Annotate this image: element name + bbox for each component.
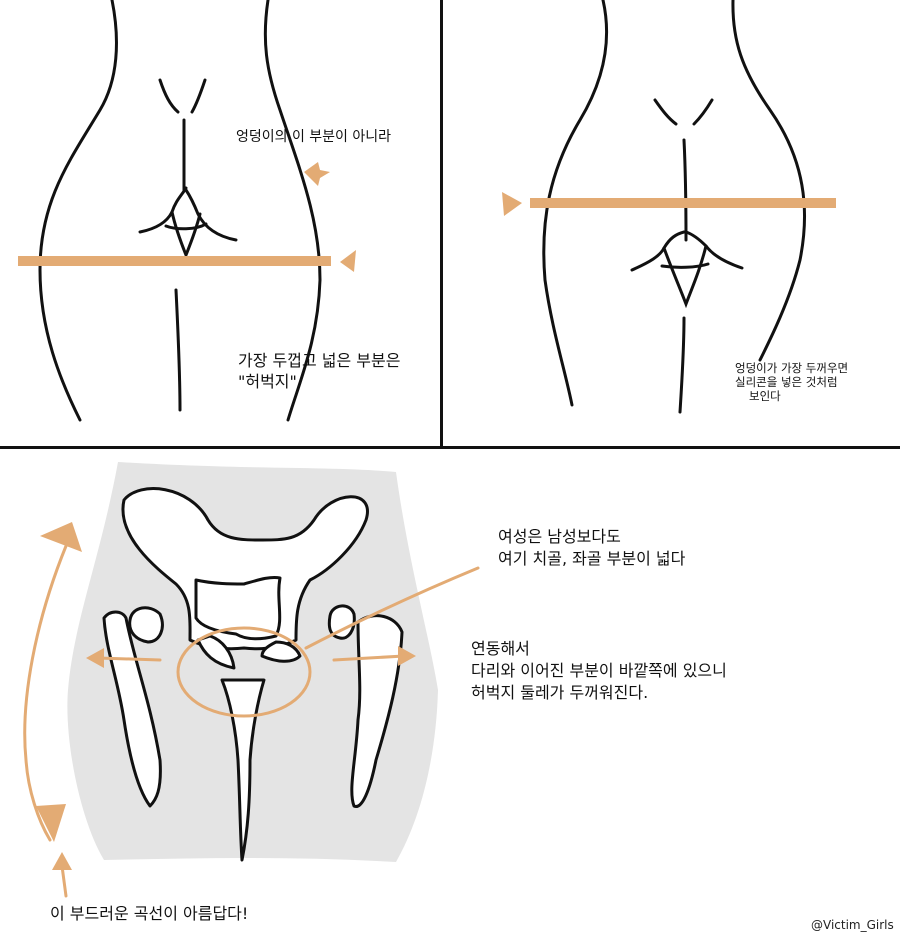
pubic-area-circle [176,626,312,718]
right-caption-1: 엉덩이가 가장 두꺼우면 [735,361,849,375]
note-thigh-2: 다리와 이어진 부분이 바깥쪽에 있으니 [471,661,727,680]
hips-illustration-left [18,0,356,422]
curve-pointer-arrowhead [52,852,72,870]
pointer-line-to-note [304,566,480,650]
arc-arrowhead-top [40,522,82,552]
note-width-2: 여기 치골, 좌골 부분이 넓다 [498,549,686,568]
left-arrowhead [86,648,104,668]
left-caption-bottom-2: "허벅지" [238,372,297,391]
hips-illustration-right [502,0,836,414]
right-arrowhead [398,646,416,666]
right-caption-3: 보인다 [749,389,781,403]
outer-curve-arc [23,544,68,842]
small-pointer-left-panel [304,162,330,186]
arrowhead-left-panel [340,250,356,272]
arc-arrowhead-bottom [36,804,66,842]
pelvis-illustration [23,462,480,898]
left-caption-bottom-1: 가장 두껍고 넓은 부분은 [238,351,401,370]
author-credit: @Victim_Girls [811,918,894,932]
left-caption-top: 엉덩이의 이 부분이 아니라 [236,129,392,145]
panel-divider-vertical [440,0,443,446]
right-spread-arrow [332,654,406,662]
panel-divider-horizontal [0,446,900,449]
note-curve: 이 부드러운 곡선이 아름답다! [50,904,249,923]
widest-line-bar [18,256,331,266]
note-thigh-3: 허벅지 둘레가 두꺼워진다. [471,683,649,702]
note-width-1: 여성은 남성보다도 [498,527,621,546]
note-thigh-1: 연동해서 [471,639,530,658]
left-spread-arrow [96,656,162,662]
arrowhead-right-panel [502,192,522,216]
curve-pointer-line [60,864,68,898]
right-caption-2: 실리콘을 넣은 것처럼 [735,375,838,389]
hip-line-bar [530,198,836,208]
